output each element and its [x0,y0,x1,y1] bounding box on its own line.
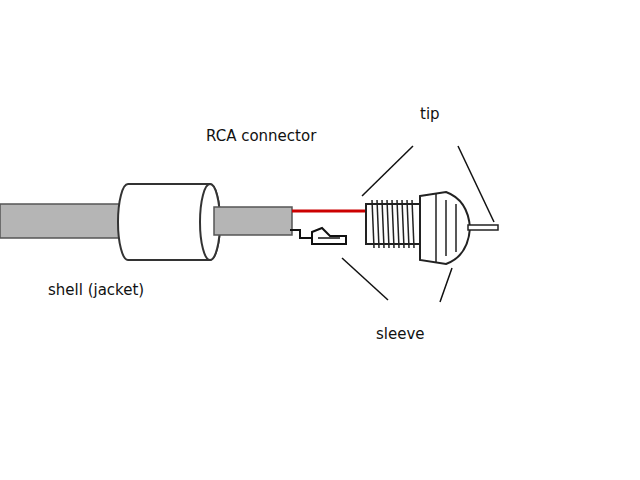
head-detail [436,194,456,262]
thread-stroke [407,200,409,248]
thread-stroke [397,200,399,248]
ground-lug [312,228,346,244]
leader-line [342,258,388,300]
thread-stroke [377,200,379,248]
part-label: tip [420,106,440,123]
thread-stroke [372,200,374,248]
shell-jacket [118,184,220,260]
leader-line [362,146,413,196]
threads [372,200,414,248]
thread-stroke [382,200,384,248]
thread-stroke [402,200,404,248]
leader-line [440,268,452,302]
connector-head [420,192,470,264]
ground-wire [290,230,312,238]
red-wire [292,210,368,213]
ground-lug-detail [318,237,340,239]
inner-cable [214,207,292,235]
part-label: shell (jacket) [48,282,144,299]
part-label: RCA connector [206,128,316,145]
thread-stroke [392,200,394,248]
cable [0,204,130,238]
leader-line [458,146,494,222]
tip-pin [468,225,498,230]
thread-stroke [412,200,414,248]
thread-stroke [387,200,389,248]
part-label: sleeve [376,326,425,343]
